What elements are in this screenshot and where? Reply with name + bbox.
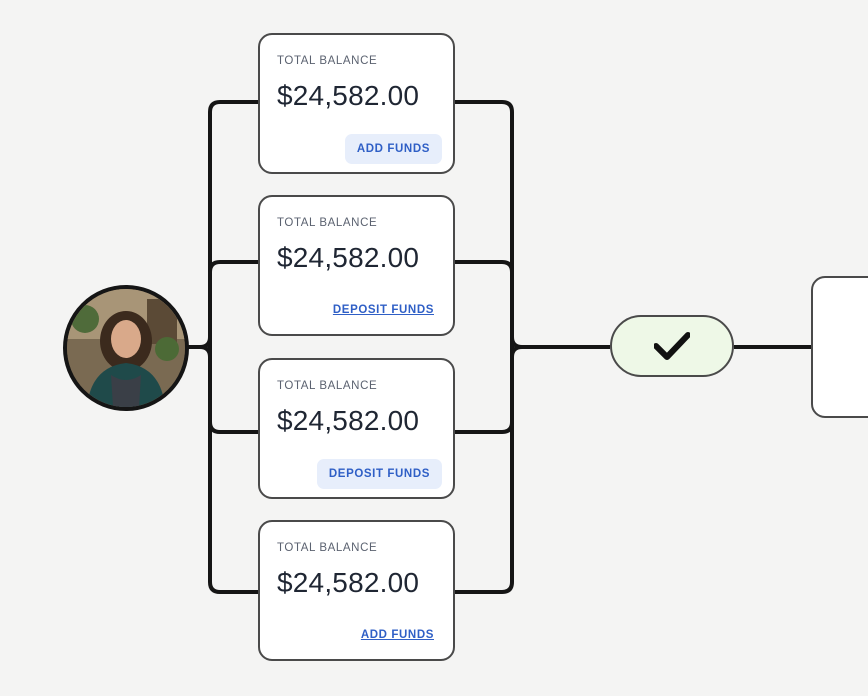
balance-card: TOTAL BALANCE $24,582.00 DEPOSIT FUNDS [258, 195, 455, 336]
card-amount: $24,582.00 [277, 567, 420, 598]
add-funds-button[interactable]: ADD FUNDS [344, 134, 442, 164]
card-label: TOTAL BALANCE [277, 380, 378, 392]
card-label: TOTAL BALANCE [277, 542, 378, 554]
card-label: TOTAL BALANCE [277, 55, 378, 67]
check-node[interactable] [610, 315, 734, 377]
balance-card: TOTAL BALANCE $24,582.00 ADD FUNDS [258, 520, 455, 661]
deposit-funds-link[interactable]: DEPOSIT FUNDS [332, 304, 434, 316]
right-bus [455, 100, 514, 594]
card-label: TOTAL BALANCE [277, 217, 378, 229]
end-node [811, 276, 868, 418]
connector-check-lower [510, 345, 523, 358]
card-amount: $24,582.00 [277, 405, 420, 436]
check-icon [654, 332, 690, 360]
right-branch-2 [455, 260, 514, 273]
balance-card: TOTAL BALANCE $24,582.00 DEPOSIT FUNDS [258, 358, 455, 499]
card-amount: $24,582.00 [277, 80, 420, 111]
left-branch-3 [208, 421, 258, 434]
right-branch-3 [455, 421, 514, 434]
deposit-funds-button[interactable]: DEPOSIT FUNDS [316, 459, 442, 489]
user-photo-icon [67, 289, 185, 407]
left-branch-2 [208, 260, 258, 273]
avatar [63, 285, 189, 411]
connector-check [510, 336, 610, 349]
card-amount: $24,582.00 [277, 242, 420, 273]
left-bus [208, 100, 258, 594]
add-funds-link[interactable]: ADD FUNDS [360, 629, 434, 641]
balance-card: TOTAL BALANCE $24,582.00 ADD FUNDS [258, 33, 455, 174]
connector-avatar [186, 336, 212, 349]
